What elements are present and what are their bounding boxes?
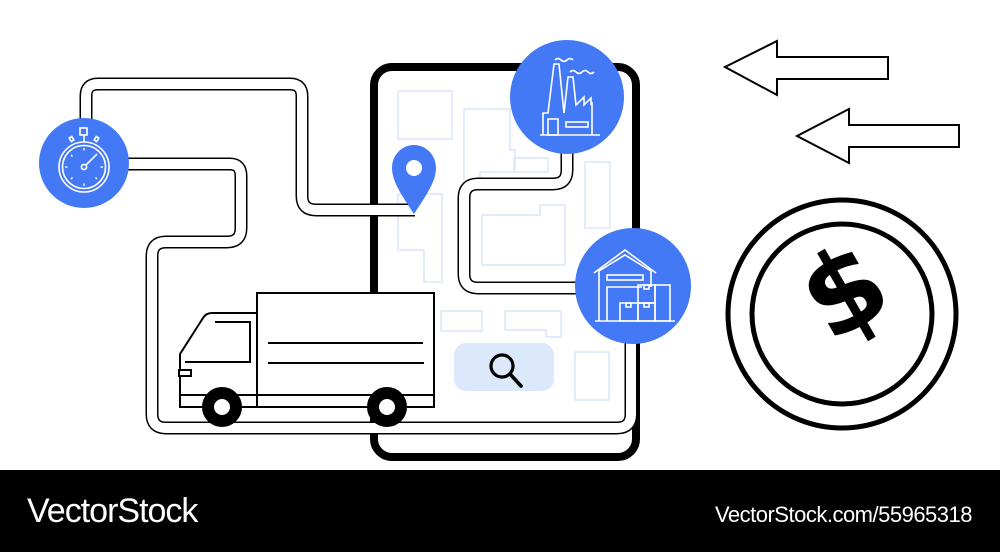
- arrow-left-icon: [722, 39, 889, 97]
- location-pin-icon: [392, 145, 436, 214]
- brand-logo: VectorStock: [27, 492, 198, 530]
- truck-wheel: [367, 387, 407, 427]
- stopwatch-badge: [39, 118, 129, 208]
- watermark-footer: VectorStock VectorStock.com/55965318: [0, 470, 1000, 552]
- truck-wheel: [202, 387, 242, 427]
- logistics-illustration: $: [39, 39, 960, 461]
- delivery-route: [79, 77, 638, 435]
- dollar-coin-icon: $: [725, 197, 959, 431]
- factory-badge: [510, 40, 624, 154]
- search-box[interactable]: [454, 343, 554, 391]
- stopwatch-icon: [58, 127, 110, 193]
- warehouse-badge: [575, 228, 691, 344]
- delivery-truck-icon: [178, 292, 435, 427]
- arrow-left-icon: [794, 107, 960, 165]
- search-icon: [489, 353, 523, 388]
- image-reference: VectorStock.com/55965318: [714, 502, 973, 527]
- factory-icon: [540, 57, 600, 136]
- warehouse-icon: [593, 249, 675, 322]
